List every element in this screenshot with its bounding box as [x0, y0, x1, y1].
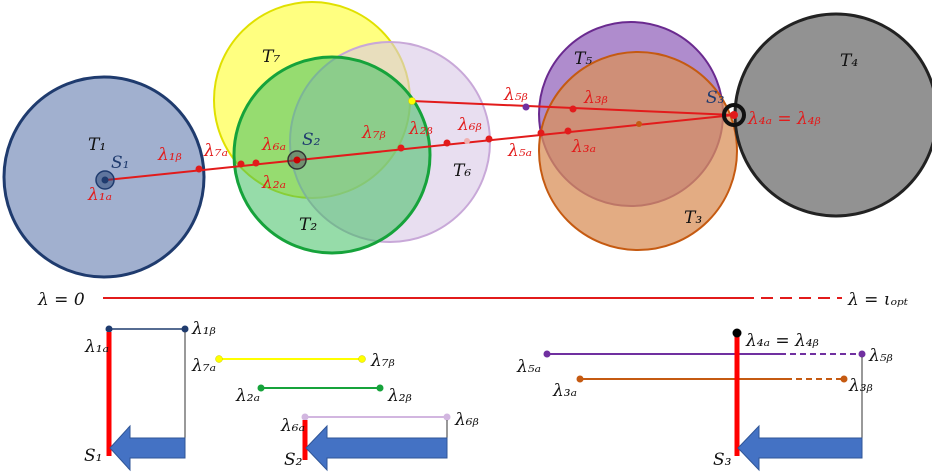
- l6-left-dot: [301, 413, 309, 421]
- dot-l2b: [443, 139, 451, 147]
- label-l2b: λ₂ᵦ: [408, 119, 433, 139]
- label-b-l1a: λ₁ₐ: [84, 337, 109, 357]
- label-b-s1: S₁: [84, 446, 102, 466]
- schedule-l2: λ₂ₐ λ₂ᵦ: [235, 384, 412, 406]
- circles-group: [2, 1, 932, 279]
- label-b-l3b: λ₃ᵦ: [848, 376, 873, 396]
- s1-bar-right-dot: [181, 325, 189, 333]
- dot-l6a: [252, 159, 260, 167]
- s2-arrow: [305, 424, 448, 472]
- dot-mid-orange: [636, 121, 642, 127]
- label-l7b: λ₇ᵦ: [361, 123, 386, 143]
- schedule-s2: λ₆ₐ λ₆ᵦ S₂: [280, 410, 479, 472]
- label-l3a: λ₃ₐ: [571, 137, 596, 157]
- label-l7a: λ₇ₐ: [203, 141, 228, 161]
- schedule-s3: λ₅ₐ λ₅ᵦ λ₃ₐ λ₃ᵦ λ₄ₐ = λ₄ᵦ S₃: [516, 328, 893, 472]
- label-t4: T₄: [840, 51, 858, 71]
- l3-left-dot: [576, 375, 584, 383]
- region-t3-circle: [538, 51, 738, 251]
- label-l5a: λ₅ₐ: [507, 141, 532, 161]
- label-b-l2b: λ₂ᵦ: [387, 386, 412, 406]
- label-b-s3: S₃: [713, 450, 732, 470]
- dot-yellow-start: [408, 97, 416, 105]
- label-s2: S₂: [302, 130, 321, 150]
- axis-start-label: λ = 0: [37, 290, 85, 310]
- label-b-l1b: λ₁ᵦ: [191, 319, 216, 339]
- label-b-l5b: λ₅ᵦ: [868, 346, 893, 366]
- s1-bar-left-dot: [105, 325, 113, 333]
- s3-dot: [730, 111, 738, 119]
- l5-right-dot: [858, 350, 866, 358]
- label-t6: T₆: [453, 161, 471, 181]
- station-labels: S₁ S₂ S₃: [111, 88, 725, 173]
- l2-right-dot: [376, 384, 384, 392]
- lambda-labels-top: λ₁ₐ λ₁ᵦ λ₇ₐ λ₆ₐ λ₂ₐ λ₇ᵦ λ₂ᵦ λ₆ᵦ λ₅ₐ λ₃ₐ …: [87, 85, 821, 205]
- dot-l6b: [464, 138, 470, 144]
- dot-l7b: [397, 144, 405, 152]
- label-b-l5a: λ₅ₐ: [516, 357, 541, 377]
- l7-right-dot: [358, 355, 366, 363]
- label-l1a: λ₁ₐ: [87, 185, 112, 205]
- s1-dot: [101, 176, 109, 184]
- s3-top-dot: [732, 328, 742, 338]
- path-main: [105, 114, 735, 181]
- s3-marker: [722, 103, 746, 127]
- s1-arrow: [109, 424, 186, 472]
- dot-l6b-2: [485, 135, 493, 143]
- l2-left-dot: [257, 384, 265, 392]
- dot-l1b: [195, 165, 203, 173]
- label-b-l3a: λ₃ₐ: [552, 381, 577, 401]
- dot-l3a: [564, 127, 572, 135]
- label-l3b: λ₃ᵦ: [583, 88, 608, 108]
- label-l4a-eq-l4b: λ₄ₐ = λ₄ᵦ: [747, 109, 821, 129]
- s2-dot: [293, 156, 301, 164]
- label-t5: T₅: [574, 49, 592, 69]
- l6-right-dot: [443, 413, 451, 421]
- schedule-s1: λ₁ₐ λ₁ᵦ S₁: [84, 319, 216, 472]
- dot-l3b: [569, 105, 577, 113]
- schedule-l7: λ₇ₐ λ₇ᵦ: [191, 351, 395, 376]
- label-t2: T₂: [299, 215, 317, 235]
- label-b-l7a: λ₇ₐ: [191, 356, 216, 376]
- label-b-l2a: λ₂ₐ: [235, 386, 260, 406]
- label-b-l6b: λ₆ᵦ: [454, 410, 479, 430]
- label-s3: S₃: [706, 88, 725, 108]
- label-b-l6a: λ₆ₐ: [280, 416, 305, 436]
- path-dots: [95, 97, 746, 190]
- axis-end-label: λ = ιₒₚₜ: [847, 290, 909, 310]
- label-b-l7b: λ₇ᵦ: [370, 351, 395, 371]
- s3-arrow: [737, 424, 863, 472]
- label-b-s2: S₂: [284, 450, 303, 470]
- label-b-l4a-eq-l4b: λ₄ₐ = λ₄ᵦ: [745, 331, 819, 351]
- label-t1: T₁: [88, 135, 106, 155]
- label-l6b: λ₆ᵦ: [457, 115, 482, 135]
- dot-l5a: [537, 129, 545, 137]
- l5-left-dot: [543, 350, 551, 358]
- label-l2a: λ₂ₐ: [261, 173, 286, 193]
- label-l6a: λ₆ₐ: [261, 135, 286, 155]
- label-t7: T₇: [262, 47, 280, 67]
- lambda-axis: λ = 0 λ = ιₒₚₜ: [37, 290, 909, 310]
- l3-right-dot: [840, 375, 848, 383]
- l7-left-dot: [215, 355, 223, 363]
- label-l1b: λ₁ᵦ: [157, 145, 182, 165]
- dot-l7a: [237, 160, 245, 168]
- label-l5b: λ₅ᵦ: [503, 85, 528, 105]
- region-t2-circle: [232, 55, 432, 255]
- label-t3: T₃: [684, 208, 702, 228]
- dot-l5b: [522, 103, 530, 111]
- label-s1: S₁: [111, 153, 129, 173]
- region-labels: T₁ T₇ T₆ T₂ T₅ T₃ T₄: [88, 47, 858, 235]
